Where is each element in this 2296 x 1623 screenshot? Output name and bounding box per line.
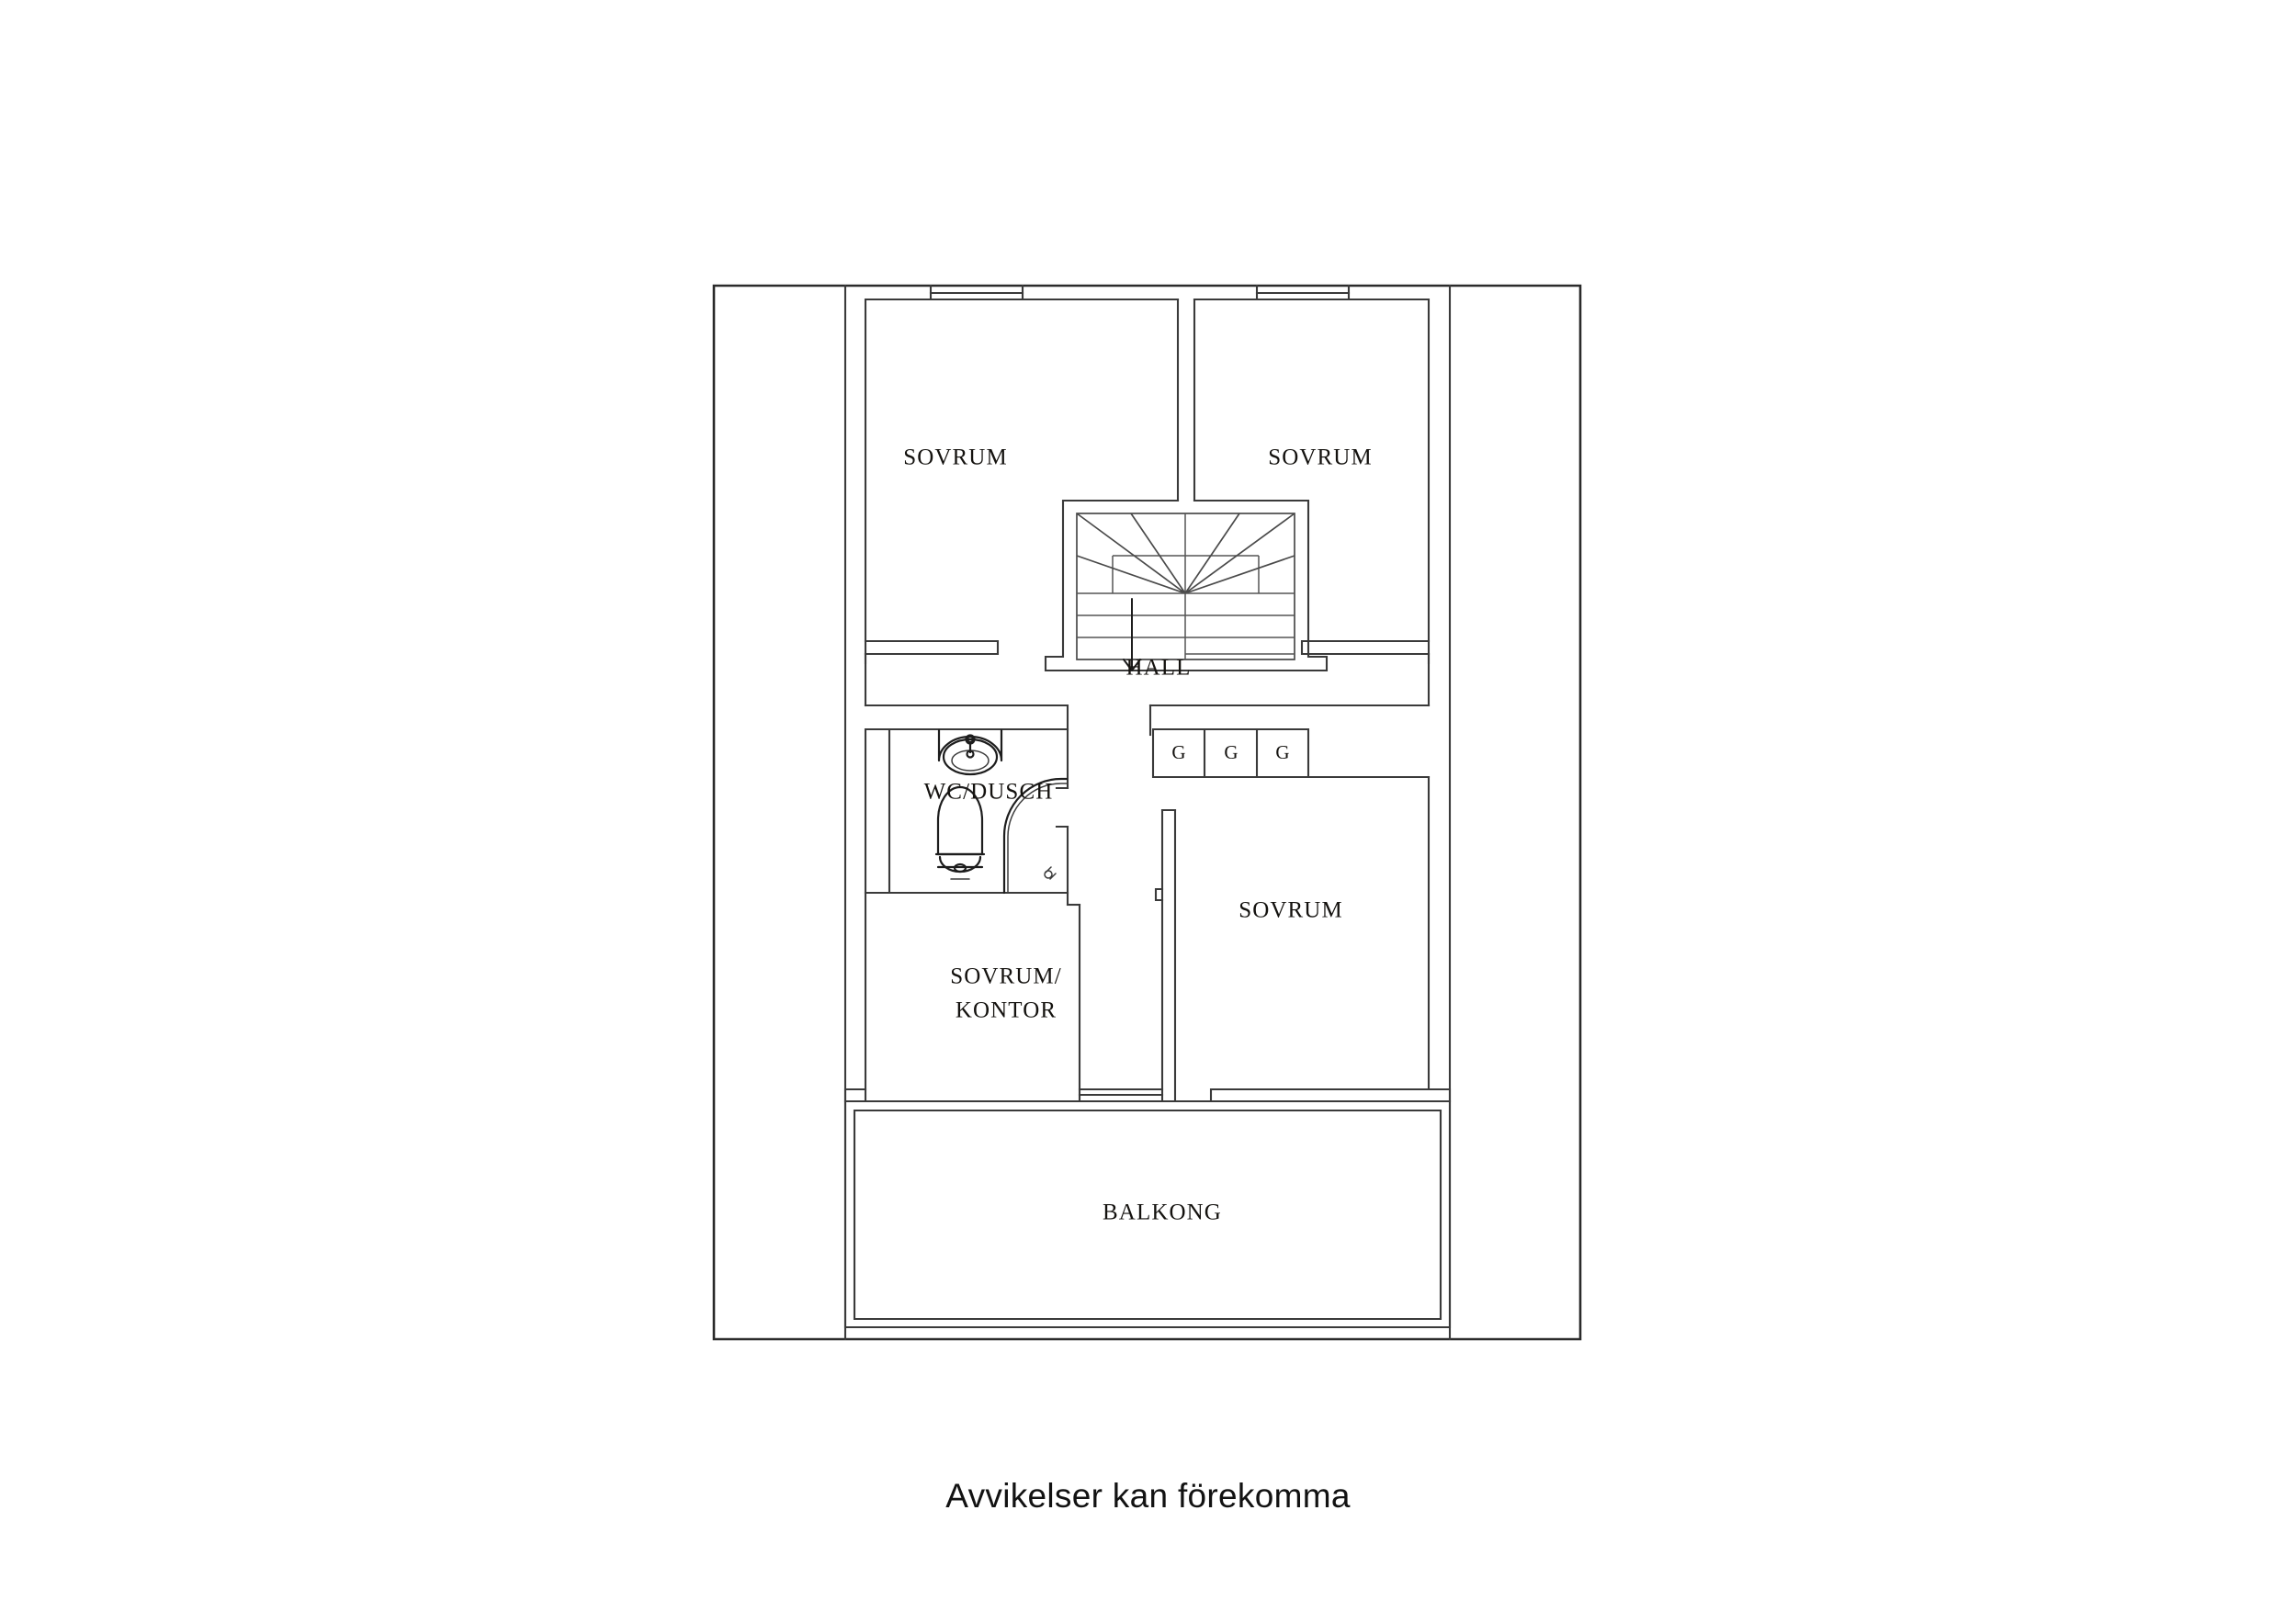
sink-icon bbox=[937, 728, 1003, 776]
room-label-sovrum-top-left: SOVRUM bbox=[903, 445, 1008, 470]
room-label-hall: HALL bbox=[1125, 656, 1191, 681]
room-sovrum-kontor bbox=[864, 891, 1164, 1103]
toilet-icon bbox=[934, 785, 986, 880]
disclaimer-caption: Avvikelser kan förekomma bbox=[945, 1477, 1351, 1515]
room-wc-dusch bbox=[864, 727, 1069, 895]
stair-direction-arrow bbox=[1123, 598, 1141, 671]
stair-enclosure bbox=[1044, 499, 1329, 672]
wardrobe-label-group: G G G bbox=[1171, 741, 1289, 763]
wardrobe-label-2: G bbox=[1224, 741, 1238, 763]
building-outline bbox=[712, 284, 1582, 1341]
shower-enclosure-icon bbox=[1002, 777, 1069, 895]
room-hall bbox=[864, 652, 1431, 737]
room-sovrum-top-right bbox=[1193, 298, 1431, 665]
window-top-right bbox=[1255, 284, 1351, 301]
room-label-sovrum-lower-right: SOVRUM bbox=[1238, 898, 1343, 923]
room-label-wc-dusch: WC/DUSCH bbox=[924, 780, 1054, 805]
side-shaft-walls bbox=[843, 284, 1452, 1341]
room-label-group: SOVRUM SOVRUM HALL WC/DUSCH SOVRUM SOVRU… bbox=[903, 445, 1373, 1225]
room-label-sovrum-kontor-line2: KONTOR bbox=[956, 998, 1057, 1023]
room-label-balkong: BALKONG bbox=[1103, 1200, 1222, 1225]
room-balkong bbox=[843, 1088, 1452, 1329]
wardrobe-label-1: G bbox=[1171, 741, 1185, 763]
window-top-left bbox=[929, 284, 1024, 301]
room-label-sovrum-top-right: SOVRUM bbox=[1268, 445, 1373, 470]
winder-staircase bbox=[1076, 513, 1295, 671]
wardrobe-label-3: G bbox=[1275, 741, 1289, 763]
room-sovrum-top-left bbox=[864, 298, 1180, 665]
room-sovrum-lower-right bbox=[1154, 775, 1431, 1103]
room-label-sovrum-kontor-line1: SOVRUM/ bbox=[950, 964, 1062, 989]
